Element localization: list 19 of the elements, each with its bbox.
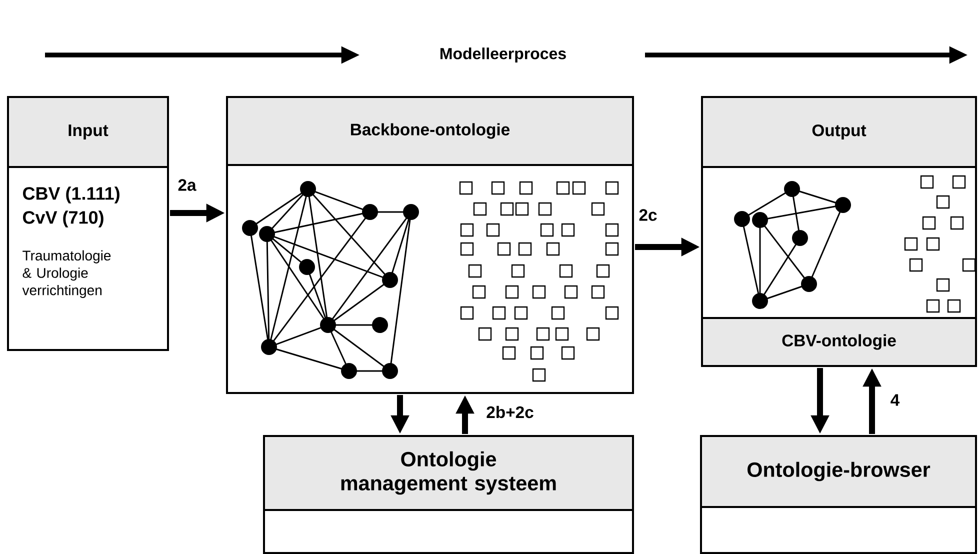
edge-label: 2b+2c [484,404,536,420]
code-label: CBV (1.111) [23,186,120,204]
box [7,96,169,351]
box [226,96,634,394]
description-text: Traumatologie & Urologie verrichtingen [22,250,111,298]
box [701,317,977,367]
box-title: CBV-ontologie [782,334,896,350]
box [700,435,977,554]
box-title: Ontologie management systeem [341,451,556,495]
box-title: Ontologie-browser [748,462,930,482]
edge-label: 2a [176,178,198,192]
edge-label: 2c [637,208,659,222]
edge-label: 4 [889,392,901,408]
box-title: Backbone-ontologie [351,123,510,139]
box [263,435,634,554]
box-title: Output [812,124,866,140]
title: Modelleerproces [440,48,566,62]
code-label: CvV (710) [23,210,104,228]
box-title: Input [68,124,108,140]
